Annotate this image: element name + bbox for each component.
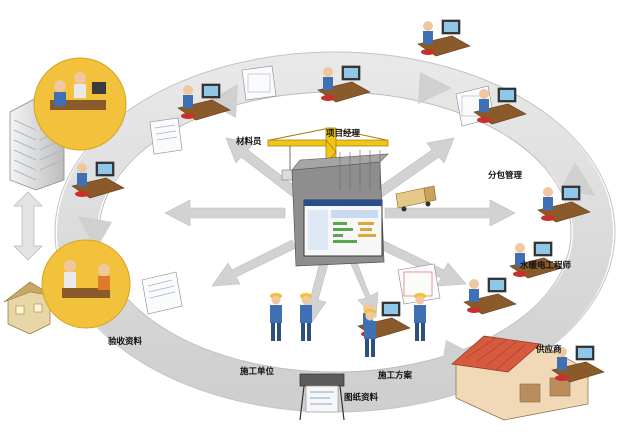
blueprint-icon: [241, 65, 277, 101]
server-computer-icon: [303, 199, 383, 257]
meeting-bubble-left: [41, 239, 131, 329]
label-construction-unit: 施工单位: [240, 366, 275, 377]
construction-worker-4: [414, 293, 426, 341]
truck-icon: [395, 185, 437, 212]
construction-worker-3: [364, 309, 376, 357]
label-materials-clerk: 材料员: [235, 136, 262, 147]
plotter-printer-icon: [299, 373, 345, 421]
warehouse-icon: [451, 335, 589, 421]
labels: 项目经理 材料员 分包管理 水暖电工程师 供应商 施工方案 图纸资料 施工单位 …: [108, 128, 572, 403]
label-supplier: 供应商: [535, 344, 562, 355]
workstation-mep: [509, 241, 563, 279]
label-acceptance-docs: 验收资料: [108, 336, 143, 347]
construction-worker-1: [270, 293, 282, 341]
workstation-materials-clerk: [177, 83, 231, 121]
label-project-manager: 项目经理: [326, 128, 361, 139]
ring-arrow-top-left: [206, 84, 238, 118]
label-mep-engineer: 水暖电工程师: [519, 260, 572, 271]
workstation-project-manager: [317, 65, 371, 103]
workstation-left: [71, 161, 125, 199]
construction-worker-2: [300, 293, 312, 341]
ring-arrow-bottom-right: [440, 340, 470, 374]
ring-arrow-left: [78, 216, 112, 250]
workstation-supplier: [551, 345, 605, 383]
workstation-top-right-1: [417, 19, 471, 57]
label-drawings: 图纸资料: [344, 392, 379, 403]
workstation-mep-2: [463, 277, 517, 315]
label-subcontract-management: 分包管理: [488, 170, 523, 181]
workstation-top-right-2: [473, 87, 527, 125]
small-house-icon: [3, 281, 55, 335]
label-construction-plan: 施工方案: [378, 370, 413, 381]
bidirectional-arrow: [13, 191, 43, 261]
ring-arrow-top-right: [418, 72, 452, 104]
workstation-subcontract: [537, 185, 591, 223]
ring-arrow-bottom-left: [186, 352, 218, 388]
document-icon: [149, 117, 183, 155]
document-icon: [141, 271, 183, 315]
meeting-bubble-top-left: [33, 57, 127, 151]
